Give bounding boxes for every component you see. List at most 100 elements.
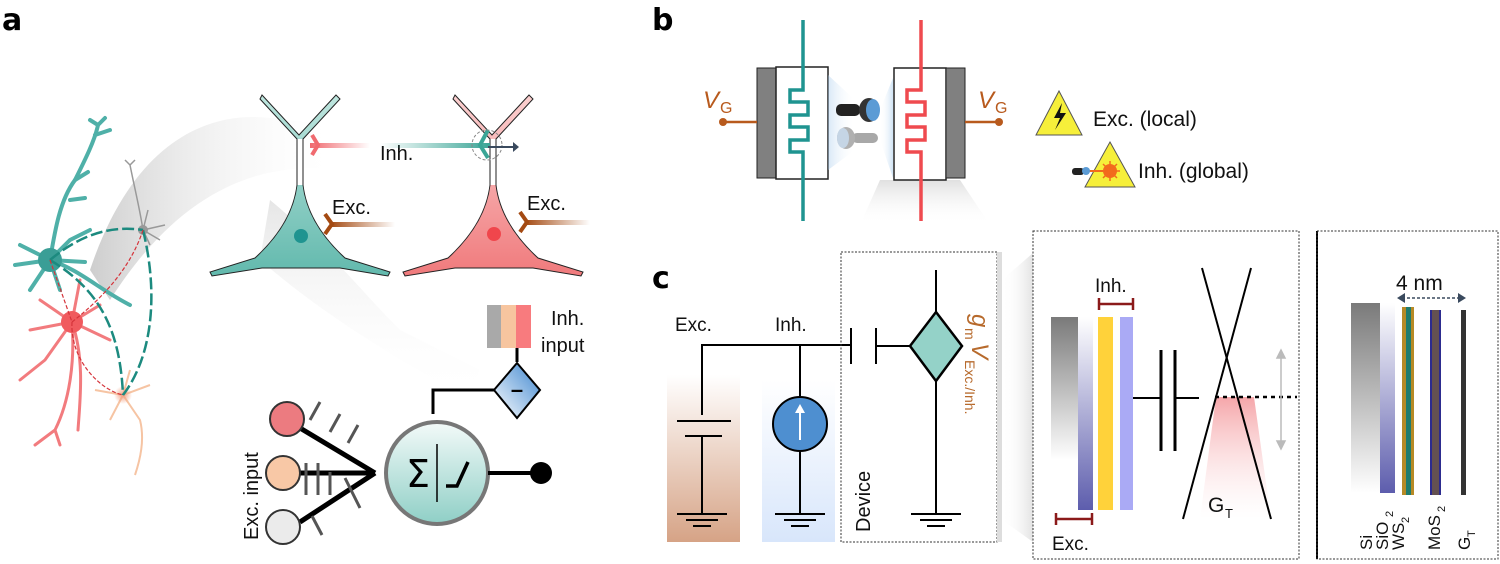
gt-sub: T [1225, 506, 1233, 521]
device-label: Device [853, 471, 875, 532]
v-sub: Exc./Inh. [962, 360, 978, 414]
inh-input-bar [487, 305, 531, 348]
channel-red [905, 20, 927, 221]
dirac-cone-line-1 [1201, 267, 1272, 520]
fermi-shift-arrow [1275, 348, 1287, 451]
inhibit-wire [431, 388, 494, 414]
vg-left-label: V [703, 87, 721, 114]
pyramidal-neuron-excitatory [209, 94, 391, 277]
thickness-arrowheads [1397, 293, 1466, 303]
neuron-network [13, 116, 166, 476]
band-inh-label: Inh. [1095, 276, 1127, 297]
label-exc-left: Exc. [332, 197, 371, 219]
ws2-layer-band [1098, 317, 1113, 510]
panel-a: a [2, 3, 590, 545]
gate-right [945, 67, 966, 179]
beam-left [828, 75, 855, 170]
ground-icon-exc [677, 513, 727, 527]
zoom-shadow-c [1002, 253, 1033, 542]
gray-neuron [124, 159, 166, 246]
layer-label-gt-sub: T [1466, 530, 1478, 537]
layer-label-sio2-sub: 2 [1384, 511, 1396, 517]
graphene-layer [1461, 310, 1466, 495]
v-label: V [966, 343, 993, 361]
si-layer-atomic [1351, 303, 1380, 493]
layer-label-sio2: SiO [1373, 522, 1392, 550]
channel-teal [788, 20, 810, 221]
output-terminal [530, 462, 552, 484]
ground-icon-inh [775, 513, 825, 527]
gm-sub: m [962, 328, 978, 340]
dirac-cone-line-2 [1182, 267, 1252, 520]
beam-right [880, 78, 893, 178]
panel-c: c Exc. Inh. D [652, 230, 1499, 560]
sio2-layer-atomic [1380, 303, 1395, 493]
brown-synapse-right [518, 210, 530, 234]
synapse-highlight-circle [471, 129, 503, 161]
flashlight-dark-icon [836, 98, 880, 122]
inhibition-diamond [492, 361, 542, 420]
label-exc-input: Exc. input [241, 452, 263, 540]
vg-terminal-right [995, 118, 1003, 126]
legend-exc-label: Exc. (local) [1093, 108, 1197, 131]
legend-exc-local: Exc. (local) [1035, 89, 1197, 136]
dirac-cone-fill [1200, 397, 1271, 519]
transconductance-label: g m V Exc./Inh. [962, 314, 993, 414]
sigma-symbol: Σ [406, 452, 430, 496]
layer-label-ws2: WS [1389, 523, 1408, 550]
gate-left [756, 67, 777, 179]
ws2-crystal [1402, 307, 1414, 495]
label-inh-input-2: input [541, 335, 585, 357]
exc-input-gray [265, 509, 301, 545]
legend-inh-global: Inh. (global) [1072, 140, 1249, 188]
peach-neuron [94, 369, 151, 476]
label-exc-right: Exc. [527, 193, 566, 215]
exc-input-nodes [265, 401, 377, 545]
vg-right-sub: G [995, 100, 1007, 117]
label-inh-input-1: Inh. [551, 308, 584, 330]
inh-bracket [1097, 298, 1135, 310]
red-axon [310, 143, 370, 148]
dependent-current-source [908, 309, 964, 384]
mos2-layer-band [1120, 317, 1133, 510]
zoom-shadow-b [860, 180, 990, 225]
vg-terminal-left [719, 118, 727, 126]
layer-labels: Si SiO 2 WS 2 MoS 2 G T [1357, 506, 1478, 550]
red-neuron [18, 278, 112, 447]
gm-label: g [966, 314, 993, 328]
panel-b: b V G V G [652, 3, 1249, 225]
vg-right-label: V [978, 87, 996, 114]
exc-input-red [269, 401, 305, 437]
layer-label-ws2-sub: 2 [1400, 517, 1412, 523]
pyramidal-neuron-inhibited [402, 94, 584, 277]
brown-axon-left [330, 222, 395, 227]
legend-inh-label: Inh. (global) [1138, 160, 1249, 183]
layer-label-mos2-sub: 2 [1436, 506, 1448, 512]
teal-axon [380, 143, 490, 148]
thickness-label: 4 nm [1396, 272, 1443, 295]
network-connections [49, 227, 153, 396]
vg-left-sub: G [720, 100, 732, 117]
band-exc-label: Exc. [1052, 534, 1089, 555]
panel-letter-b: b [652, 3, 673, 38]
teal-synapse [477, 129, 490, 160]
exc-source-background [667, 375, 740, 542]
soma-nucleus [294, 229, 308, 243]
layer-label-si: Si [1357, 535, 1376, 550]
brown-synapse-left [323, 212, 335, 236]
panel-letter-c: c [652, 261, 670, 296]
input-wire [701, 344, 851, 415]
circuit-exc-label: Exc. [675, 315, 712, 336]
activation-function-icon [446, 461, 470, 488]
brown-axon-right [525, 220, 590, 225]
flashlight-gray-icon [837, 127, 878, 149]
mos2-crystal [1430, 310, 1441, 495]
atomic-structure-box [1316, 230, 1499, 560]
layer-label-mos2: MoS [1425, 515, 1444, 550]
red-synapse [310, 133, 321, 157]
ground-icon-device [911, 513, 961, 527]
circuit-inh-label: Inh. [775, 315, 807, 336]
soma-nucleus-red [487, 227, 501, 241]
sio2-layer-band [1078, 317, 1093, 510]
